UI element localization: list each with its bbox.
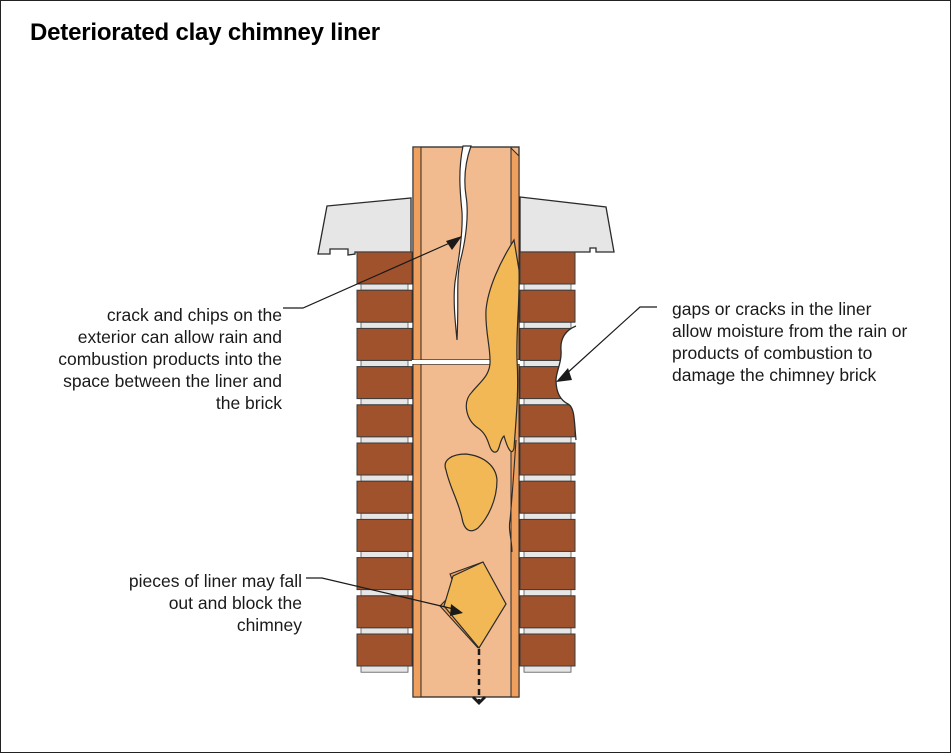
- brick: [356, 557, 413, 591]
- mortar-joint: [360, 436, 409, 444]
- callout-pieces-text: pieces of liner may fall out and block t…: [129, 570, 302, 636]
- callout-line: combustion products into the: [58, 349, 282, 369]
- mortar-joint: [523, 321, 572, 329]
- brick: [519, 557, 576, 591]
- callout-line: out and block the: [168, 593, 302, 613]
- mortar-joint: [523, 512, 572, 520]
- callout-line: products of combustion to: [672, 343, 873, 363]
- brick: [356, 289, 413, 323]
- eroded-brick-area: [556, 326, 590, 440]
- mortar-joint: [360, 359, 409, 367]
- brick: [356, 442, 413, 476]
- callout-line: gaps or cracks in the liner: [672, 299, 872, 319]
- brick: [519, 595, 576, 629]
- liner-crack: [453, 145, 472, 341]
- mortar-joint: [360, 512, 409, 520]
- callout-gaps-text: gaps or cracks in the liner allow moistu…: [672, 298, 907, 386]
- callout-line: damage the chimney brick: [672, 365, 877, 385]
- callout-line: the brick: [215, 393, 282, 413]
- brick: [356, 480, 413, 514]
- mortar-joint: [523, 474, 572, 482]
- brick: [356, 404, 413, 438]
- callout-crack-text: crack and chips on the exterior can allo…: [58, 304, 282, 414]
- brick: [519, 480, 576, 514]
- mortar-joint: [360, 627, 409, 635]
- callout-leader-pieces: [306, 577, 463, 616]
- callout-line: exterior can allow rain and: [77, 327, 282, 347]
- mortar-joint: [523, 436, 572, 444]
- liner-lower-section: [412, 363, 520, 698]
- brick: [519, 633, 576, 667]
- liner-edge-crack: [508, 439, 517, 553]
- brick: [356, 327, 413, 361]
- callout-line: space between the liner and: [63, 371, 282, 391]
- callout-line: chimney: [236, 615, 302, 635]
- brick: [356, 633, 413, 667]
- arrowhead-icon: [446, 236, 462, 250]
- arrowhead-icon: [556, 368, 572, 382]
- mortar-joint: [523, 665, 572, 673]
- eroded-brick-edge: [555, 325, 577, 441]
- brick: [356, 518, 413, 552]
- callout-leader-gaps: [556, 306, 657, 382]
- callout-leader-crack: [283, 236, 462, 309]
- callout-line: allow moisture from the rain or: [672, 321, 908, 341]
- liner-chip: [444, 453, 498, 532]
- chimney-crown-right: [519, 196, 615, 253]
- liner-joint-gap: [412, 360, 520, 364]
- brick: [519, 251, 576, 285]
- arrowhead-icon: [450, 604, 463, 616]
- spalled-liner-area: [465, 238, 520, 453]
- brick: [519, 442, 576, 476]
- mortar-joint: [523, 283, 572, 291]
- falling-direction-arrow-icon: [472, 696, 486, 705]
- callout-line: crack and chips on the: [106, 305, 282, 325]
- callout-line: pieces of liner may fall: [128, 571, 302, 591]
- brick-column-left: [356, 251, 413, 673]
- diagram-title: Deteriorated clay chimney liner: [30, 19, 380, 46]
- mortar-joint: [523, 551, 572, 559]
- mortar-joint: [360, 474, 409, 482]
- brick-column-right: [519, 251, 576, 673]
- mortar-joint: [523, 627, 572, 635]
- brick: [356, 251, 413, 285]
- mortar-joint: [523, 589, 572, 597]
- mortar-joint: [360, 283, 409, 291]
- brick: [356, 595, 413, 629]
- mortar-joint: [360, 398, 409, 406]
- brick: [356, 366, 413, 400]
- falling-liner-piece: [443, 561, 507, 650]
- brick: [519, 518, 576, 552]
- chimney-crown-left: [317, 197, 412, 256]
- brick: [519, 404, 576, 438]
- mortar-joint: [360, 321, 409, 329]
- brick: [519, 289, 576, 323]
- mortar-joint: [360, 665, 409, 673]
- mortar-joint: [360, 551, 409, 559]
